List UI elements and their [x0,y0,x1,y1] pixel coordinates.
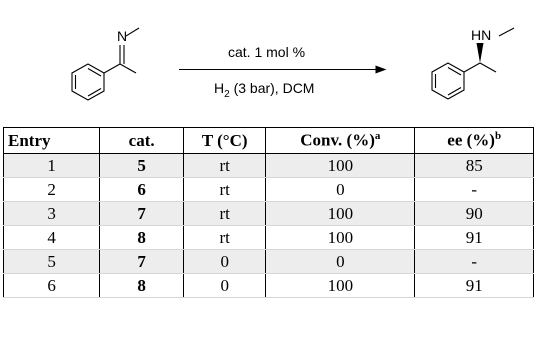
table-row: 1 5 rt 100 85 [2,153,534,178]
table-row: 4 8 rt 100 91 [2,225,534,250]
cell-ee: 91 [414,225,534,250]
cell-entry: 1 [2,153,100,178]
cell-entry: 6 [2,273,100,298]
header-temperature: T (°C) [183,127,266,154]
header-catalyst-text: cat. [128,130,155,150]
cell-conversion: 100 [265,273,415,298]
header-catalyst: cat. [99,127,184,154]
reactant-structure [71,27,140,101]
cell-catalyst: 7 [99,201,184,226]
reaction-arrow [179,65,387,74]
cell-entry: 2 [2,177,100,202]
cell-temperature: rt [183,201,266,226]
table-header-row: Entry cat. T (°C) Conv. (%)a ee (%)b [2,127,534,154]
cell-catalyst: 6 [99,177,184,202]
table-row: 3 7 rt 100 90 [2,201,534,226]
cell-entry: 5 [2,249,100,274]
reagent-catalyst: cat. 1 mol % [228,44,306,60]
scheme-drawing [71,27,515,101]
amine-atom-label: HN [471,27,492,43]
cell-conversion: 100 [265,225,415,250]
cell-entry: 3 [2,201,100,226]
results-table: Entry cat. T (°C) Conv. (%)a ee (%)b 1 5… [2,127,534,298]
reagent-conditions: H2 (3 bar), DCM [214,80,314,100]
cell-temperature: 0 [183,249,266,274]
cell-conversion: 100 [265,153,415,178]
cell-temperature: rt [183,153,266,178]
cell-catalyst: 5 [99,153,184,178]
cell-ee: - [414,177,534,202]
table-row: 5 7 0 0 - [2,249,534,274]
table-row: 6 8 0 100 91 [2,273,534,298]
table-row: 2 6 rt 0 - [2,177,534,202]
header-conversion-footnote: a [374,130,381,143]
cell-ee: 90 [414,201,534,226]
reagent-conditions-sub: 2 [224,88,230,100]
header-entry-text: Entry [8,130,51,150]
cell-temperature: 0 [183,273,266,298]
reaction-scheme: N HN cat. 1 mol % H2 (3 bar), DCM [0,0,540,120]
header-ee: ee (%)b [414,127,534,154]
header-entry: Entry [2,127,100,154]
cell-ee: 91 [414,273,534,298]
cell-ee: - [414,249,534,274]
nitrogen-atom-label: N [117,28,128,44]
product-structure [431,27,515,100]
reagent-conditions-h: H [214,80,225,96]
header-ee-footnote: b [494,130,502,143]
cell-entry: 4 [2,225,100,250]
reagent-conditions-rest: (3 bar), DCM [229,80,315,96]
cell-catalyst: 8 [99,225,184,250]
cell-catalyst: 8 [99,273,184,298]
cell-conversion: 0 [265,249,415,274]
cell-conversion: 100 [265,201,415,226]
header-conversion-text: Conv. (%) [300,130,375,150]
cell-conversion: 0 [265,177,415,202]
header-ee-text: ee (%) [447,130,495,150]
cell-catalyst: 7 [99,249,184,274]
cell-ee: 85 [414,153,534,178]
cell-temperature: rt [183,225,266,250]
cell-temperature: rt [183,177,266,202]
stereo-wedge-bond [476,43,484,63]
header-temperature-text: T (°C) [201,130,248,150]
header-conversion: Conv. (%)a [265,127,415,154]
